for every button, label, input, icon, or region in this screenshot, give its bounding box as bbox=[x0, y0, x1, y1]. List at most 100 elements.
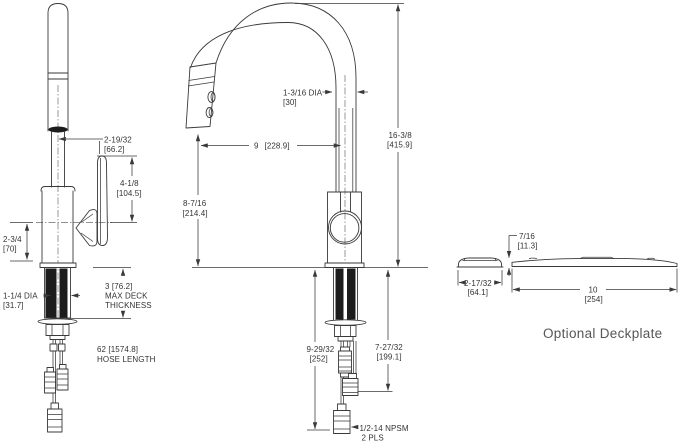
spray-wand-side bbox=[47, 3, 69, 188]
connector-a bbox=[44, 371, 56, 394]
handle-lever bbox=[97, 155, 108, 246]
dim-reach-in: 9 bbox=[254, 142, 259, 151]
dim-hose-drop-long-in: 9-29/32 bbox=[307, 345, 335, 354]
nut-facets bbox=[51, 324, 64, 336]
mounting-nut bbox=[334, 325, 357, 337]
dim-handle-height-mm: [104.5] bbox=[117, 189, 142, 198]
inline-connector-bands bbox=[338, 355, 352, 372]
wand-spray-face bbox=[48, 126, 68, 133]
spray-head-bands bbox=[187, 76, 215, 87]
deck-thickness-note2: THICKNESS bbox=[105, 301, 152, 310]
dim-spout-to-handle-in: 2-19/32 bbox=[104, 136, 132, 145]
dim-spout-clearance-in: 8-7/16 bbox=[183, 199, 207, 208]
dim-shank-dia: 1-1/4 DIA [31.7] bbox=[3, 292, 80, 310]
deckplate-side-view-shape bbox=[511, 256, 678, 267]
end-fitting bbox=[47, 408, 63, 433]
connector-b-bands bbox=[57, 373, 68, 386]
body-cap bbox=[40, 186, 76, 192]
dim-deckplate-end-width-mm: [64.1] bbox=[468, 288, 489, 297]
dim-hose-drop-long-mm: [252] bbox=[310, 355, 328, 364]
washer bbox=[324, 319, 367, 326]
dim-spout-to-handle: 2-19/32 [66.2] bbox=[58, 136, 132, 154]
dim-deckplate-end-width-in: 2-17/32 bbox=[464, 279, 492, 288]
end-fitting-bands bbox=[333, 415, 350, 430]
dim-shank-dia-in: 1-1/4 DIA bbox=[3, 292, 38, 301]
dim-deckplate-length-mm: [254] bbox=[585, 295, 603, 304]
gooseneck-spout bbox=[190, 2, 357, 193]
deckplate-end-outline bbox=[456, 257, 504, 268]
dim-body-height-mm: [70] bbox=[3, 245, 17, 254]
deckplate-end-view bbox=[456, 257, 504, 268]
end-fitting bbox=[333, 410, 351, 434]
faucet-body-front bbox=[324, 191, 365, 268]
deck-thickness-value: 3 [76.2] bbox=[105, 282, 133, 291]
dim-lines bbox=[295, 3, 404, 261]
dim-hose-drop-short-mm: [199.1] bbox=[377, 353, 402, 362]
dim-deck-thickness: 3 [76.2] MAX DECK THICKNESS bbox=[66, 267, 152, 319]
shank-outline bbox=[333, 267, 358, 321]
end-fitting-bands bbox=[47, 414, 62, 428]
end-fitting-collar bbox=[50, 402, 59, 410]
nut-facets bbox=[340, 325, 351, 337]
mounting-shank-front bbox=[324, 267, 367, 342]
dim-deckplate-height-in: 7/16 bbox=[519, 232, 535, 241]
deckplate-outline bbox=[511, 258, 678, 267]
note-hose-length: 62 [1574.8] HOSE LENGTH bbox=[97, 345, 155, 364]
handle-side bbox=[75, 155, 108, 247]
dim-handle-height-in: 4-1/8 bbox=[120, 179, 139, 188]
dim-spout-dia-in: 1-3/16 DIA bbox=[283, 89, 323, 98]
hose-length-value: 62 [1574.8] bbox=[97, 345, 138, 354]
mounting-shank-side bbox=[37, 267, 78, 340]
wand-rings bbox=[47, 72, 69, 80]
body-base-flange bbox=[324, 262, 365, 268]
dim-overall-height-in: 16-3/8 bbox=[389, 131, 413, 140]
extension-lines bbox=[511, 268, 678, 293]
spout-sleeve-lines bbox=[338, 108, 354, 192]
nut-step bbox=[337, 336, 354, 342]
thread-note-line2: 2 PLS bbox=[362, 434, 384, 442]
dim-deckplate-length: 10 [254] bbox=[511, 268, 678, 304]
connector-a-bands bbox=[44, 376, 56, 389]
body-outline bbox=[327, 191, 362, 264]
body-stem bbox=[340, 191, 351, 213]
spray-head-front bbox=[185, 62, 217, 129]
handle-hub bbox=[75, 209, 98, 247]
body-sides bbox=[41, 190, 74, 264]
end-fitting-collar bbox=[337, 403, 347, 411]
dim-spout-dia-mm: [30] bbox=[283, 98, 297, 107]
dim-lines bbox=[307, 276, 330, 431]
connector-b bbox=[56, 368, 69, 391]
dim-spout-clearance-mm: [214.4] bbox=[183, 209, 208, 218]
wand-outline bbox=[47, 3, 69, 132]
dim-body-height: 2-3/4 [70] bbox=[3, 222, 33, 262]
shank-thread-right bbox=[347, 268, 356, 320]
connector-collar-b bbox=[59, 364, 67, 370]
deckplate-caption: Optional Deckplate bbox=[543, 326, 662, 341]
dim-reach-mm: [228.9] bbox=[265, 142, 290, 151]
spray-button-2-rim bbox=[208, 108, 214, 117]
dim-lines bbox=[357, 276, 393, 392]
medallion-inner bbox=[329, 213, 360, 243]
shank-thread-left bbox=[335, 268, 344, 320]
inline-connector-collar-top bbox=[340, 346, 350, 352]
faucet-side-view: 2-19/32 [66.2] 4-1/8 [104.5] 2-3/4 [70] … bbox=[3, 3, 155, 433]
dim-overall-height-mm: [415.9] bbox=[387, 141, 412, 150]
extension-lines bbox=[457, 270, 503, 286]
hose-lines bbox=[340, 341, 357, 404]
deckplate-view: 7/16 [11.3] 2-17/32 [64.1] 10 [254] Opti… bbox=[456, 232, 678, 341]
shank-outline bbox=[44, 267, 71, 319]
offset-fitting-collar bbox=[348, 373, 357, 379]
medallion-outer bbox=[328, 210, 362, 245]
nut-step bbox=[49, 335, 66, 340]
washer bbox=[37, 318, 78, 325]
inline-connector bbox=[338, 350, 352, 374]
dim-hose-drop-short: 7-27/32 [199.1] bbox=[357, 269, 403, 392]
spray-head-outline bbox=[185, 62, 217, 129]
connector-collar-a bbox=[46, 367, 54, 373]
body-base-flange bbox=[39, 262, 77, 268]
offset-fitting-bands bbox=[342, 382, 358, 393]
dim-deckplate-height: 7/16 [11.3] bbox=[506, 232, 537, 276]
faucet-body-side bbox=[39, 186, 77, 268]
dim-hose-drop-long: 9-29/32 [252] bbox=[307, 269, 335, 431]
